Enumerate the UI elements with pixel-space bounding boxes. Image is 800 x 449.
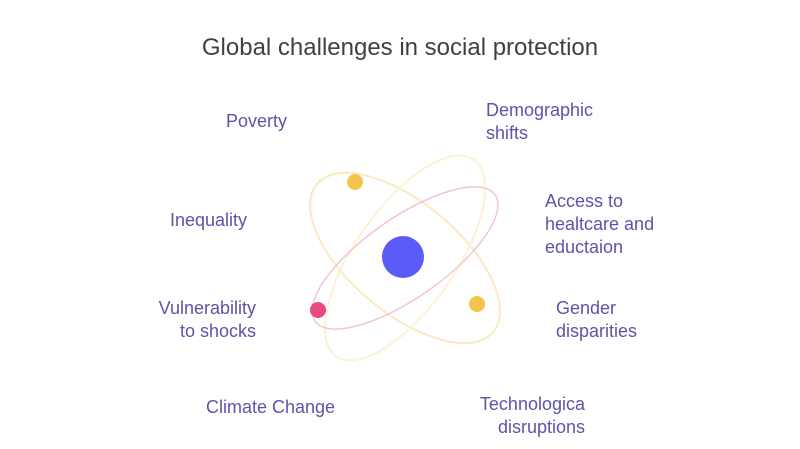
label-climate-change: Climate Change [206,396,335,419]
label-demographic-line2: shifts [486,123,529,143]
electron-pink [310,302,326,318]
label-gender-line1: Gender [556,298,617,318]
label-inequality-text: Inequality [170,210,248,230]
label-access-line3: eductaion [545,237,624,257]
label-tech-line2: disruptions [497,417,585,437]
label-tech-line1: Technologica [479,394,585,414]
label-access: Access to healtcare and eductaion [545,190,654,259]
label-access-line1: Access to [545,191,624,211]
nucleus-circle [382,236,424,278]
orbit-pink [311,186,499,330]
label-poverty: Poverty [226,110,287,133]
orbit-yellow-2 [323,154,487,362]
label-vulnerability-line1: Vulnerability [158,298,256,318]
label-vulnerability-line2: to shocks [179,321,256,341]
diagram-title: Global challenges in social protection [201,34,599,61]
label-access-line2: healtcare and [545,214,655,234]
label-tech-disruptions: Technologica disruptions [458,393,585,439]
electron-yellow-right [469,296,485,312]
label-inequality: Inequality [170,209,247,232]
label-gender-line2: disparities [556,321,638,341]
label-demographic-line1: Demographic [486,100,594,120]
label-climate-text: Climate Change [206,397,336,417]
label-demographic-shifts: Demographic shifts [486,99,593,145]
orbit-yellow-1 [309,171,501,345]
label-poverty-text: Poverty [226,111,288,131]
electron-yellow-top [347,174,363,190]
label-gender: Gender disparities [556,297,637,343]
label-vulnerability: Vulnerability to shocks [138,297,256,343]
